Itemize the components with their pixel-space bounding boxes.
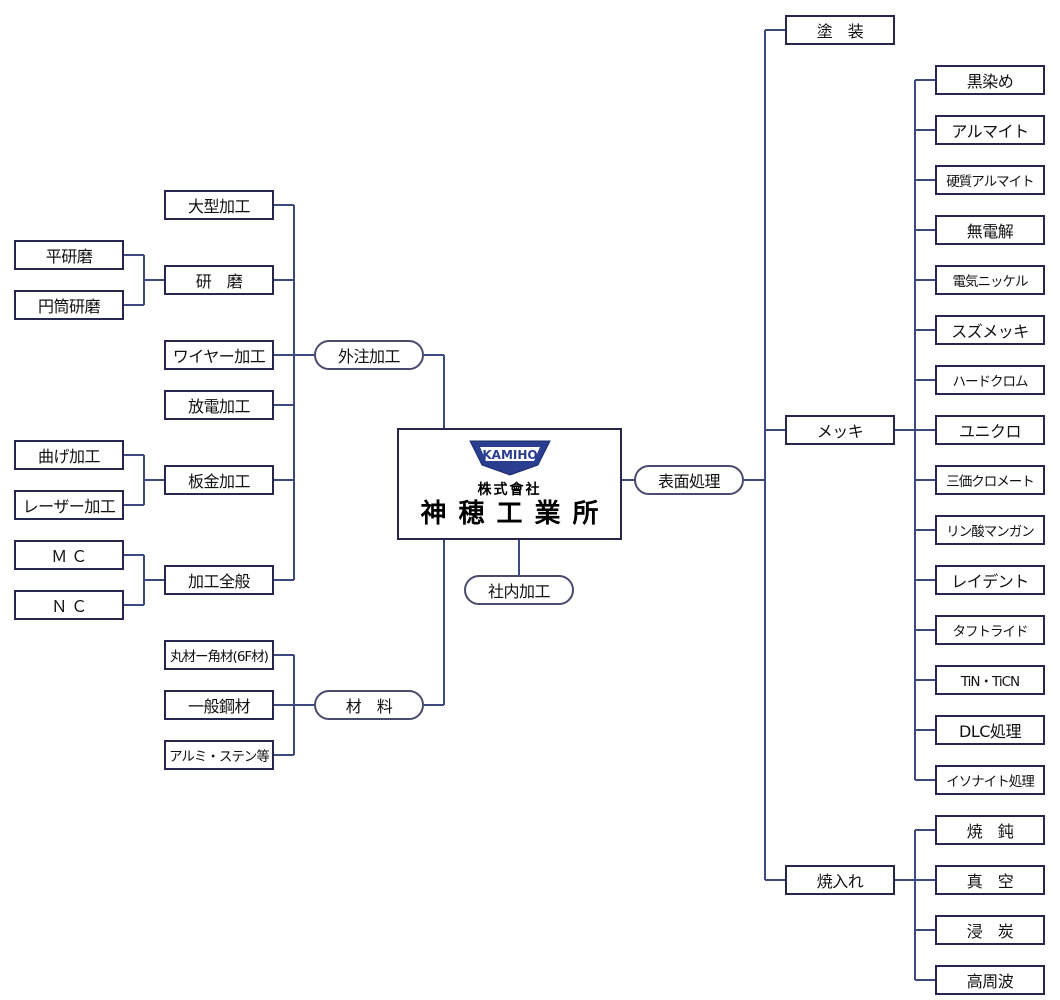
outsourced-item[interactable]: 加工全般: [164, 565, 274, 595]
sub-item-general[interactable]: Ｎ Ｃ: [14, 590, 124, 620]
plating-item[interactable]: ユニクロ: [935, 415, 1045, 445]
plating-item[interactable]: タフトライド: [935, 615, 1045, 645]
sub-item-grinding[interactable]: 円筒研磨: [14, 290, 124, 320]
outsourced-item[interactable]: 板金加工: [164, 465, 274, 495]
hardening-item[interactable]: 真 空: [935, 865, 1045, 895]
plating-item[interactable]: TiN・TiCN: [935, 665, 1045, 695]
plating-item[interactable]: 無電解: [935, 215, 1045, 245]
outsourced-item[interactable]: 放電加工: [164, 390, 274, 420]
surface-item[interactable]: メッキ: [785, 415, 895, 445]
plating-item[interactable]: スズメッキ: [935, 315, 1045, 345]
plating-item[interactable]: 電気ニッケル: [935, 265, 1045, 295]
plating-item[interactable]: 硬質アルマイト: [935, 165, 1045, 195]
plating-item[interactable]: リン酸マンガン: [935, 515, 1045, 545]
plating-item[interactable]: イソナイト処理: [935, 765, 1045, 795]
surface-item[interactable]: 焼入れ: [785, 865, 895, 895]
company-logo-box: KAMIHO 株式會社 神穂工業所: [397, 428, 622, 540]
svg-text:KAMIHO: KAMIHO: [482, 448, 537, 462]
hub-materials[interactable]: 材 料: [314, 690, 424, 720]
sub-item-sheet_metal[interactable]: 曲げ加工: [14, 440, 124, 470]
sub-item-sheet_metal[interactable]: レーザー加工: [14, 490, 124, 520]
plating-item[interactable]: レイデント: [935, 565, 1045, 595]
hub-inhouse[interactable]: 社内加工: [464, 575, 574, 605]
surface-item[interactable]: 塗 装: [785, 15, 895, 45]
plating-item[interactable]: アルマイト: [935, 115, 1045, 145]
sub-item-grinding[interactable]: 平研磨: [14, 240, 124, 270]
hardening-item[interactable]: 浸 炭: [935, 915, 1045, 945]
plating-item[interactable]: 三価クロメート: [935, 465, 1045, 495]
material-item[interactable]: 丸材ー角材(6F材): [164, 640, 274, 670]
hardening-item[interactable]: 焼 鈍: [935, 815, 1045, 845]
company-type: 株式會社: [477, 482, 542, 498]
outsourced-item[interactable]: ワイヤー加工: [164, 340, 274, 370]
hardening-item[interactable]: 高周波: [935, 965, 1045, 995]
outsourced-item[interactable]: 大型加工: [164, 190, 274, 220]
outsourced-item[interactable]: 研 磨: [164, 265, 274, 295]
plating-item[interactable]: ハードクロム: [935, 365, 1045, 395]
hub-surface[interactable]: 表面処理: [634, 465, 744, 495]
hub-outsourced[interactable]: 外注加工: [314, 340, 424, 370]
kamiho-logo-icon: KAMIHO: [468, 440, 551, 476]
plating-item[interactable]: DLC処理: [935, 715, 1045, 745]
company-name: 神穂工業所: [420, 499, 611, 529]
material-item[interactable]: アルミ・ステン等: [164, 740, 274, 770]
sub-item-general[interactable]: Ｍ Ｃ: [14, 540, 124, 570]
plating-item[interactable]: 黒染め: [935, 65, 1045, 95]
material-item[interactable]: 一般鋼材: [164, 690, 274, 720]
